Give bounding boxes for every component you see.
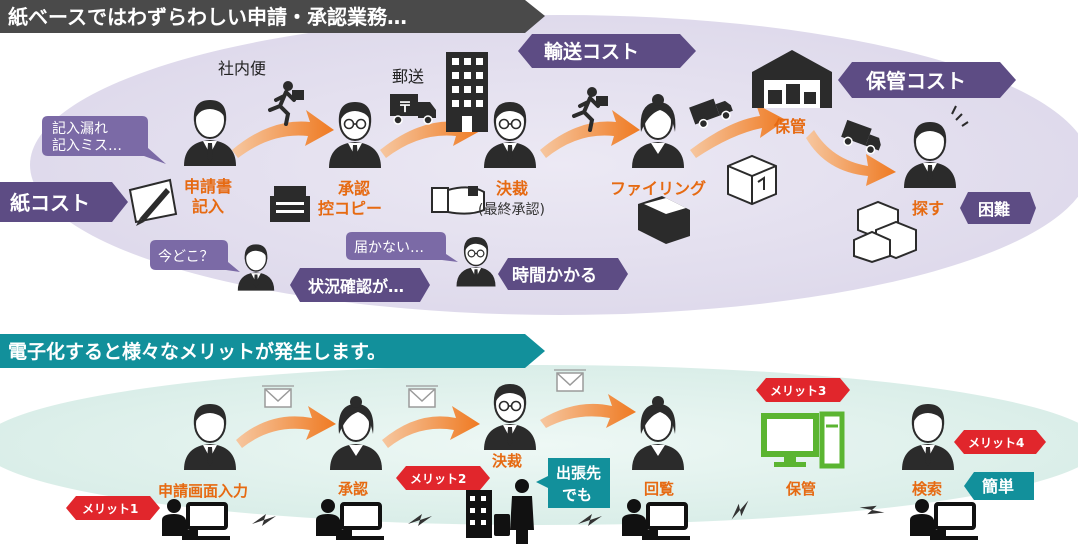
bottom-background-ellipse bbox=[0, 365, 1078, 525]
takes-time-label: 時間かかる bbox=[512, 265, 597, 286]
bottom-flow-arrows bbox=[236, 394, 636, 448]
difficult-banner bbox=[960, 192, 1036, 224]
warehouse-icon bbox=[752, 50, 832, 108]
merit-badge-1-label: メリット1 bbox=[82, 502, 138, 516]
business-trip-icon bbox=[466, 479, 534, 544]
sweat-icon bbox=[951, 105, 969, 127]
merit-badge-2-label: メリット2 bbox=[410, 472, 466, 486]
svg-text:〒: 〒 bbox=[398, 100, 412, 116]
status-check-banner bbox=[290, 268, 430, 302]
easy-label: 簡単 bbox=[981, 477, 1014, 496]
cardboard-box-icon bbox=[727, 154, 777, 206]
storage-computer-icon bbox=[761, 411, 845, 469]
errors-bubble: 記入漏れ 記入ミス… bbox=[42, 116, 166, 164]
storage-label-bottom: 保管 bbox=[785, 480, 816, 498]
circulate-label: 回覧 bbox=[644, 480, 674, 498]
not-arriving-text: 届かない… bbox=[354, 240, 424, 256]
copier-icon bbox=[270, 186, 310, 222]
office-building-icon bbox=[446, 52, 488, 132]
bottom-header-title: 電子化すると様々なメリットが発生します。 bbox=[8, 340, 386, 363]
merit-badge-3: メリット3 bbox=[756, 378, 850, 402]
pen-writing-icon bbox=[128, 178, 178, 226]
approve-label-line2: 控コピー bbox=[318, 199, 382, 218]
apply-label-line1: 申請書 bbox=[184, 177, 232, 196]
business-trip-box: 出張先 でも bbox=[536, 458, 610, 508]
takes-time-banner bbox=[498, 258, 628, 290]
merit-badge-1: メリット1 bbox=[66, 496, 160, 520]
file-folder-icon bbox=[638, 196, 690, 244]
decision-sub-label: (最終承認) bbox=[478, 202, 545, 218]
merit-badge-4: メリット4 bbox=[954, 430, 1046, 454]
top-header-title: 紙ベースではわずらわしい申請・承認業務… bbox=[8, 5, 407, 29]
storage-cost-banner bbox=[838, 62, 1016, 98]
pc-user-icon-2 bbox=[314, 497, 386, 542]
pc-user-icon-1 bbox=[160, 497, 232, 542]
pc-user-icon-3 bbox=[620, 497, 692, 542]
stacked-boxes-icon bbox=[853, 200, 917, 264]
search-label: 探す bbox=[912, 199, 944, 218]
hand-stamp-icon bbox=[431, 186, 485, 215]
envelope-icon-3 bbox=[553, 369, 587, 392]
errors-bubble-line2: 記入ミス… bbox=[52, 137, 122, 154]
filing-label: ファイリング bbox=[610, 179, 706, 198]
paper-cost-banner bbox=[0, 182, 128, 222]
merit-badge-4-label: メリット4 bbox=[968, 436, 1024, 450]
search-label-bottom: 検索 bbox=[912, 480, 942, 498]
network-bolt-icon-1 bbox=[252, 514, 276, 526]
status-check-label: 状況確認が… bbox=[308, 277, 404, 296]
internal-mail-label: 社内便 bbox=[218, 59, 266, 78]
errors-bubble-line1: 記入漏れ bbox=[52, 120, 108, 137]
storage-label: 保管 bbox=[773, 117, 806, 136]
merit-badge-2: メリット2 bbox=[396, 466, 490, 490]
paper-cost-label: 紙コスト bbox=[10, 191, 90, 215]
not-arriving-bubble: 届かない… bbox=[346, 232, 458, 262]
merit-badge-3-label: メリット3 bbox=[770, 384, 826, 398]
transport-cost-banner bbox=[518, 34, 696, 68]
easy-box: 簡単 bbox=[964, 472, 1034, 500]
storage-cost-label: 保管コスト bbox=[865, 69, 966, 93]
transport-cost-label: 輸送コスト bbox=[544, 40, 639, 63]
post-label: 郵送 bbox=[392, 67, 424, 86]
decision-label: 決裁 bbox=[496, 179, 528, 198]
bottom-header-banner bbox=[0, 334, 545, 368]
difficult-label: 困難 bbox=[978, 200, 1010, 219]
top-header-banner bbox=[0, 0, 545, 33]
envelope-icon-1 bbox=[261, 385, 295, 408]
approve-label-line1: 承認 bbox=[338, 179, 370, 198]
apply-label-line2: 記入 bbox=[192, 197, 224, 216]
where-now-text: 今どこ？ bbox=[158, 249, 214, 265]
approve-label-bottom: 承認 bbox=[338, 480, 368, 498]
decision-label-bottom: 決裁 bbox=[492, 452, 522, 470]
business-trip-line2: でも bbox=[562, 486, 592, 504]
business-trip-line1: 出張先 bbox=[556, 464, 601, 482]
envelope-icon-2 bbox=[405, 385, 439, 408]
apply-input-label: 申請画面入力 bbox=[158, 482, 248, 500]
postal-truck-icon: 〒 bbox=[390, 94, 436, 125]
pc-user-icon-4 bbox=[908, 497, 980, 542]
where-now-bubble: 今どこ？ bbox=[150, 240, 240, 272]
